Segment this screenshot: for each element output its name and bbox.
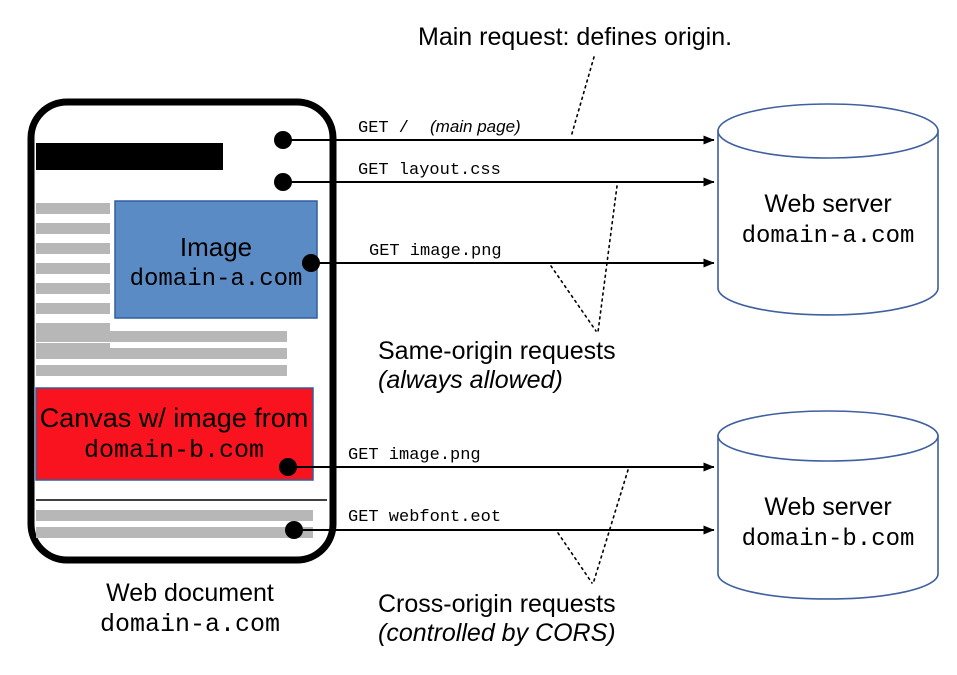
text-line [36, 527, 313, 538]
text-line [36, 348, 287, 359]
image-block-fill [114, 200, 318, 319]
request-label-main: GET / [358, 119, 409, 138]
request-arrow-main: GET / (main page) [274, 117, 715, 149]
text-line [36, 243, 110, 254]
server-a-domain: domain-a.com [742, 223, 915, 250]
server-b-title: Web server [764, 493, 891, 521]
request-arrow-webfont-eot: GET webfont.eot [285, 508, 715, 539]
web-document-caption-line2: domain-a.com [100, 610, 280, 639]
server-a-cylinder: Web server domain-a.com [717, 103, 939, 316]
server-a-top [717, 103, 939, 159]
server-b-top [717, 410, 939, 462]
request-note-main: (main page) [430, 117, 521, 136]
request-label-image-png-a: GET image.png [369, 242, 502, 261]
request-label-image-png-b: GET image.png [348, 446, 481, 465]
request-label-layout-css: GET layout.css [358, 161, 501, 180]
text-line [36, 223, 110, 234]
leader-line-cross-origin-a [592, 469, 629, 585]
document-text-lines-left [36, 203, 110, 314]
text-line [36, 263, 110, 274]
request-arrow-layout-css: GET layout.css [274, 161, 715, 191]
annotation-same-origin-line2: (always allowed) [378, 366, 563, 394]
text-line [36, 365, 287, 376]
request-arrow-image-png-a: GET image.png [302, 242, 715, 272]
leader-line-same-origin-a [597, 185, 618, 333]
server-a-body [717, 130, 939, 316]
annotation-main-request: Main request: defines origin. [418, 23, 732, 51]
canvas-block-label: Canvas w/ image from [40, 403, 309, 433]
canvas-block: Canvas w/ image from domain-b.com [35, 387, 314, 481]
server-b-cylinder: Web server domain-b.com [717, 410, 939, 600]
request-label-webfont-eot: GET webfont.eot [348, 508, 501, 527]
server-a-title: Web server [764, 190, 891, 218]
text-line [36, 510, 313, 521]
leader-line-main-request [570, 56, 595, 138]
image-block: Image domain-a.com [114, 200, 318, 319]
leader-line-same-origin-b [550, 265, 597, 332]
text-line [36, 331, 287, 342]
text-line [36, 203, 110, 214]
document-text-lines-bottom [36, 510, 313, 538]
canvas-block-fill [35, 387, 314, 481]
text-line [36, 323, 110, 334]
image-block-label: Image [180, 232, 252, 262]
document-text-lines-mid [36, 331, 287, 376]
server-b-domain: domain-b.com [742, 526, 915, 553]
leader-line-cross-origin-b [557, 532, 593, 584]
annotation-cross-origin-line1: Cross-origin requests [378, 590, 616, 618]
text-line [36, 303, 110, 314]
annotation-same-origin-line1: Same-origin requests [378, 337, 616, 365]
document-header-bar [36, 143, 223, 170]
request-arrow-image-png-b: GET image.png [279, 446, 715, 476]
text-line [36, 283, 110, 294]
canvas-block-domain: domain-b.com [84, 436, 264, 465]
image-block-domain: domain-a.com [130, 266, 303, 293]
server-b-body [717, 435, 939, 600]
web-document-caption-line1: Web document [106, 579, 274, 607]
annotation-cross-origin-line2: (controlled by CORS) [378, 619, 616, 647]
